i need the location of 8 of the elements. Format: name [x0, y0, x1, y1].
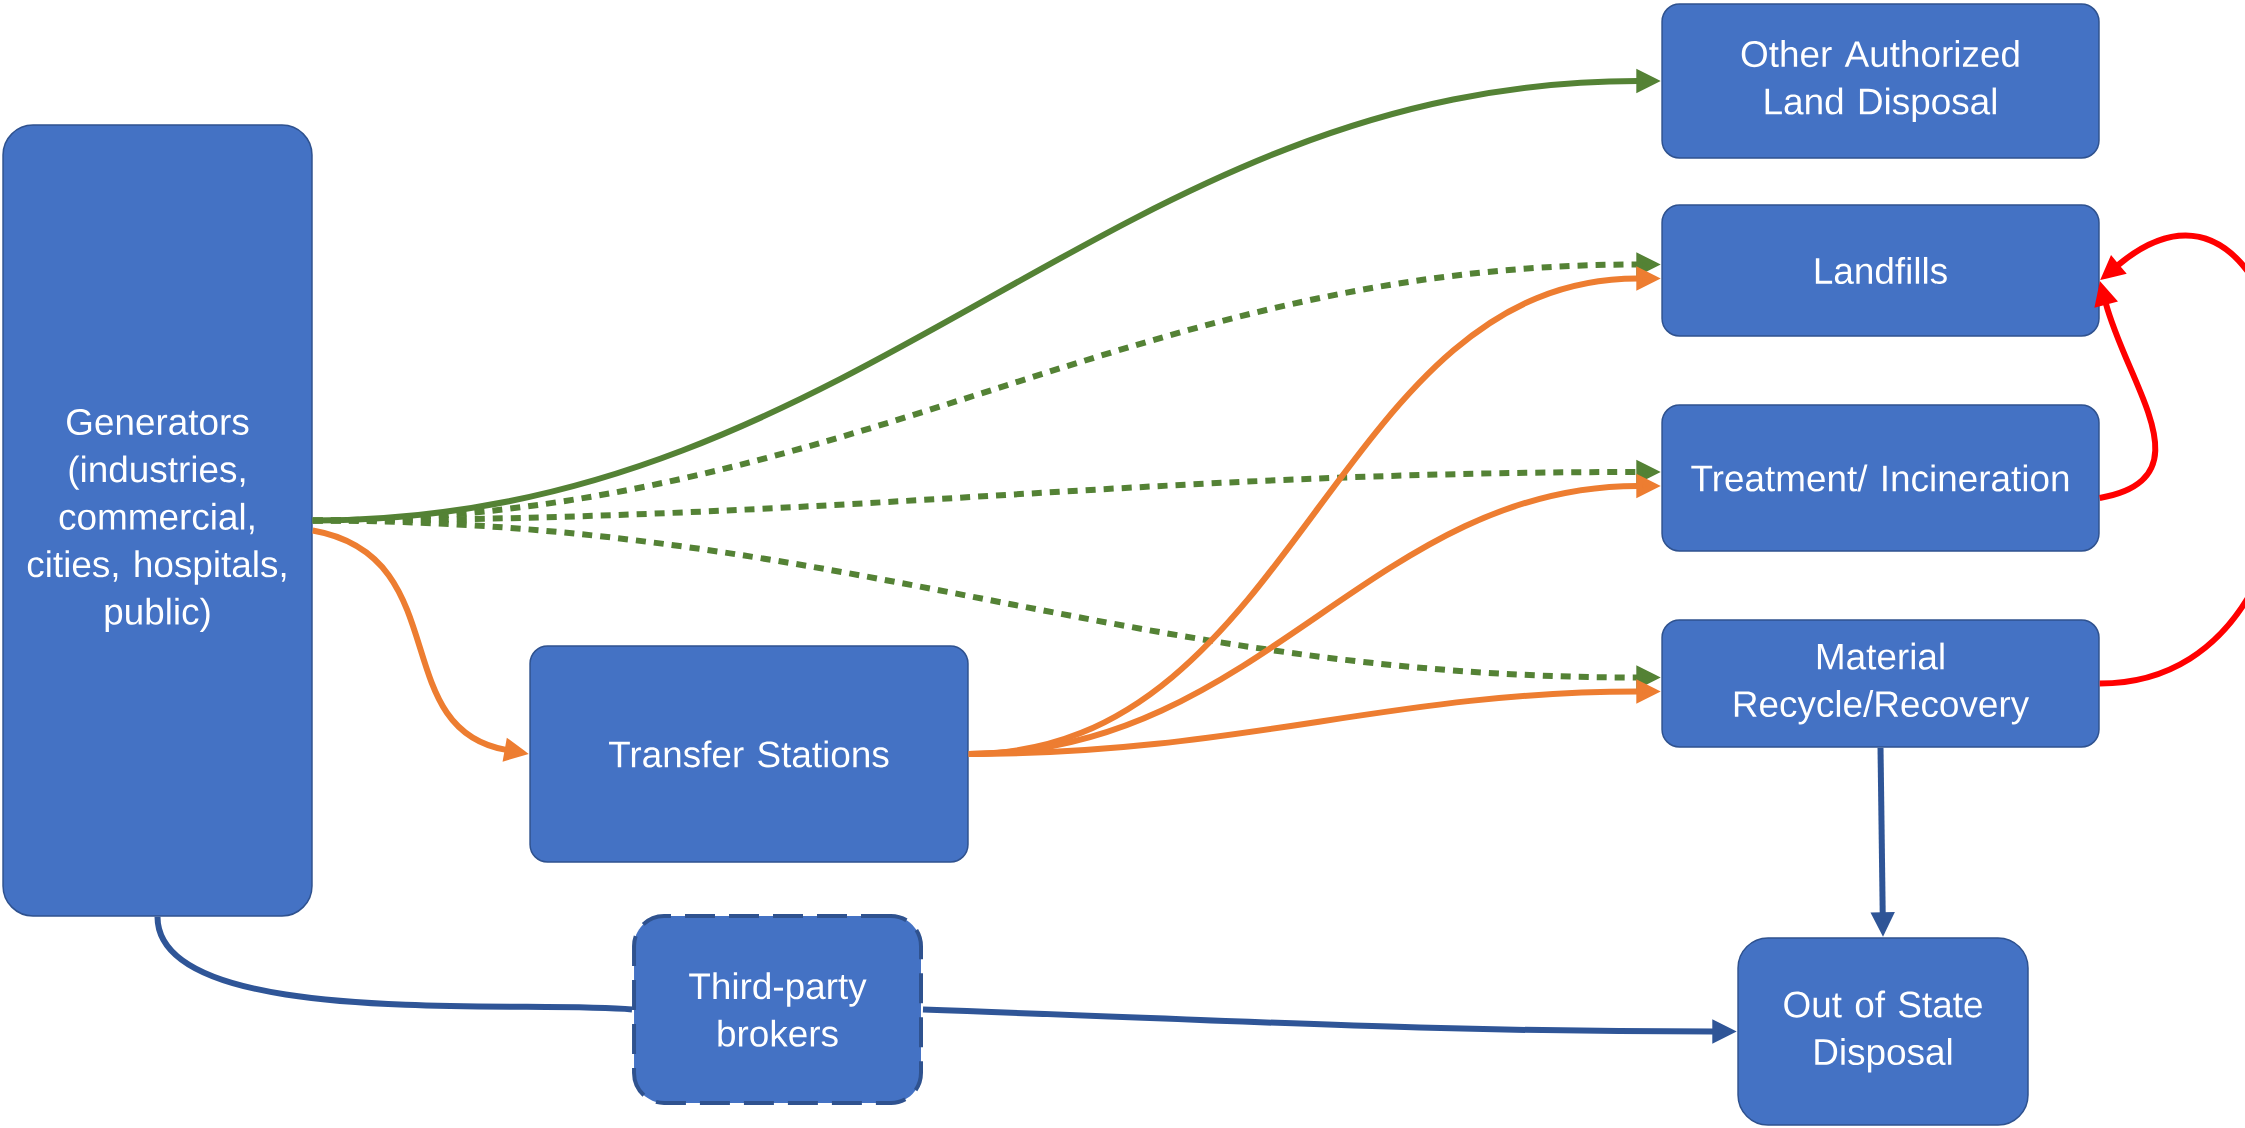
process-box: Out of State Disposal	[1737, 937, 2029, 1126]
process-box: Transfer Stations	[529, 645, 969, 863]
process-box: Landfills	[1661, 204, 2100, 337]
process-box: Generators (industries, commercial, cities, hospitals, public)	[2, 124, 313, 917]
process-box: Other Authorized Land Disposal	[1661, 3, 2100, 159]
process-box: Treatment/ Incineration	[1661, 404, 2100, 552]
process-box: Third-party brokers	[632, 914, 923, 1105]
process-box: Material Recycle/Recovery	[1661, 619, 2100, 748]
